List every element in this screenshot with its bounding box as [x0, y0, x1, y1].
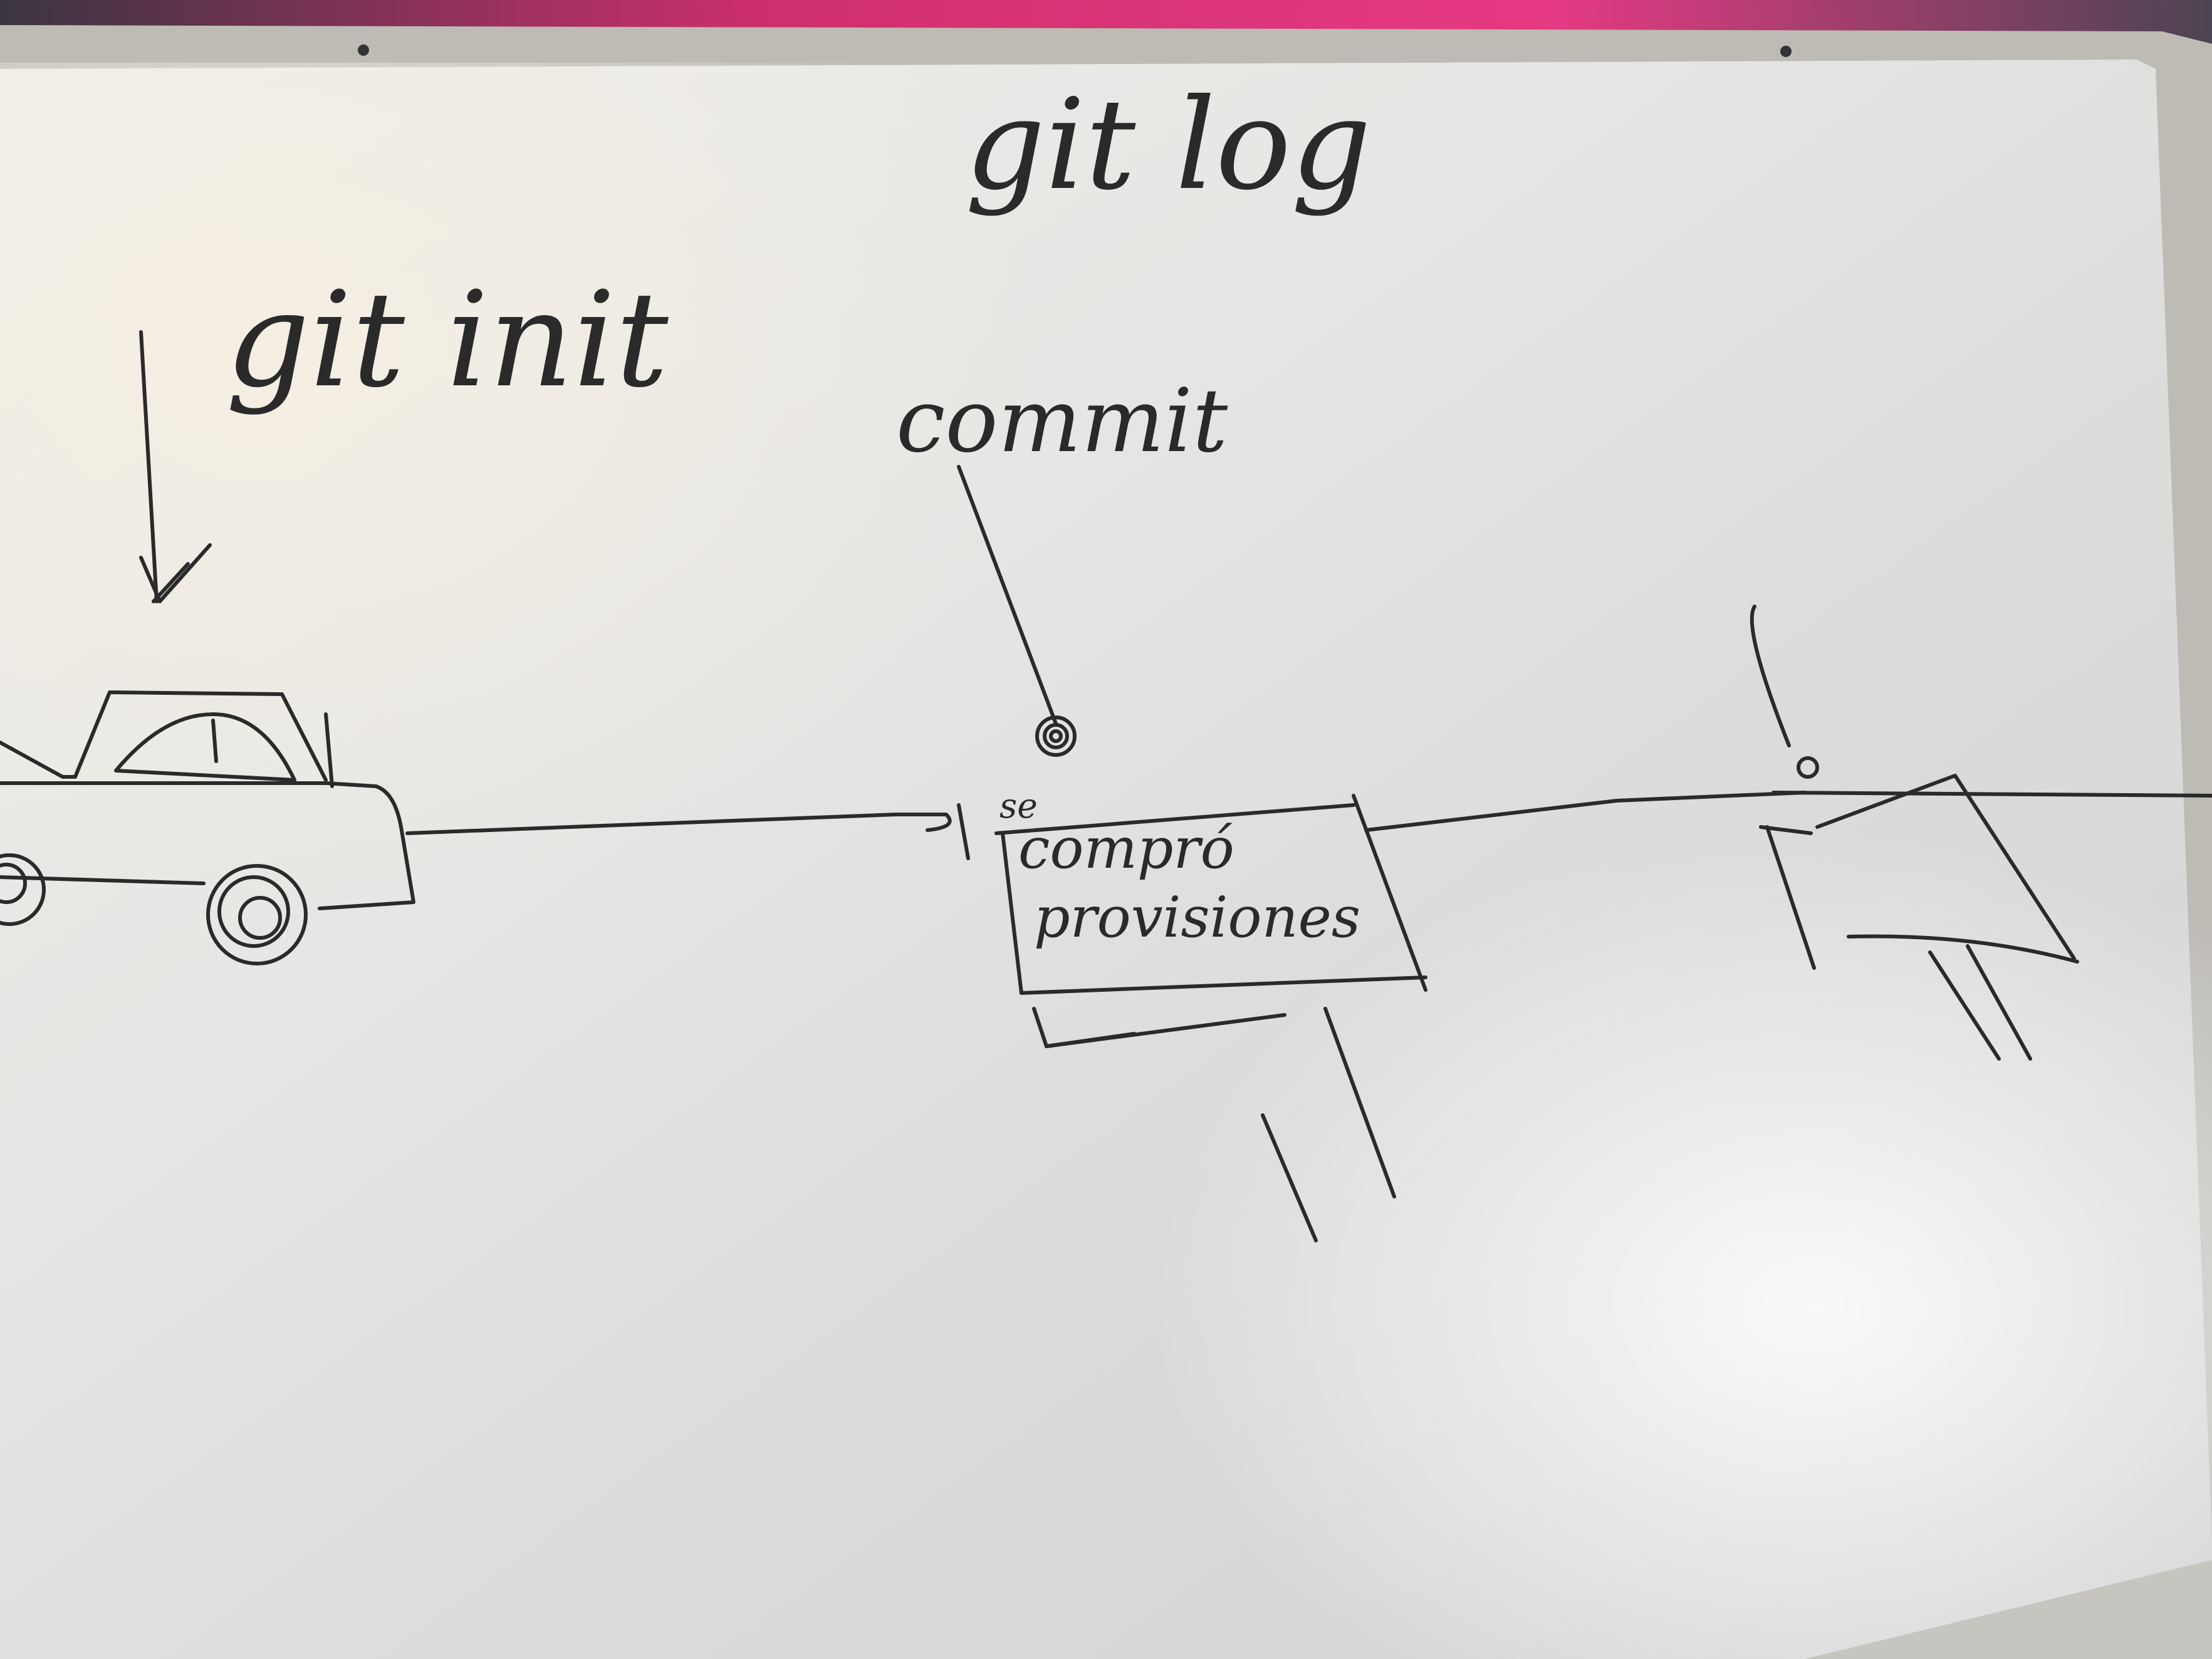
history-line-1	[405, 813, 952, 835]
commit-sign-2	[1759, 774, 2212, 1061]
sign-text-provisiones: provisiones	[1034, 885, 1360, 950]
title-git-log: git log	[965, 72, 1371, 218]
commit-pointer-2	[1750, 605, 1791, 747]
commit-dot-icon	[1035, 715, 1077, 757]
label-git-init: git init	[226, 263, 669, 417]
init-arrow	[139, 330, 159, 603]
car-drawing	[0, 690, 415, 965]
commit-sign-1	[957, 794, 1427, 1242]
sign-text-se: se	[999, 786, 1038, 826]
screw-icon	[358, 44, 369, 56]
commit-dot-icon	[1797, 756, 1819, 779]
arrow-head-icon	[139, 543, 212, 603]
history-line-2	[1364, 791, 1807, 832]
commit-pointer	[957, 465, 1058, 725]
label-commit: commit	[896, 370, 1228, 472]
sign-text-compro: compró	[1018, 816, 1234, 882]
board-tray	[1805, 1560, 2212, 1659]
screw-icon	[1780, 46, 1792, 57]
board-glare-bottom	[0, 63, 2212, 1659]
